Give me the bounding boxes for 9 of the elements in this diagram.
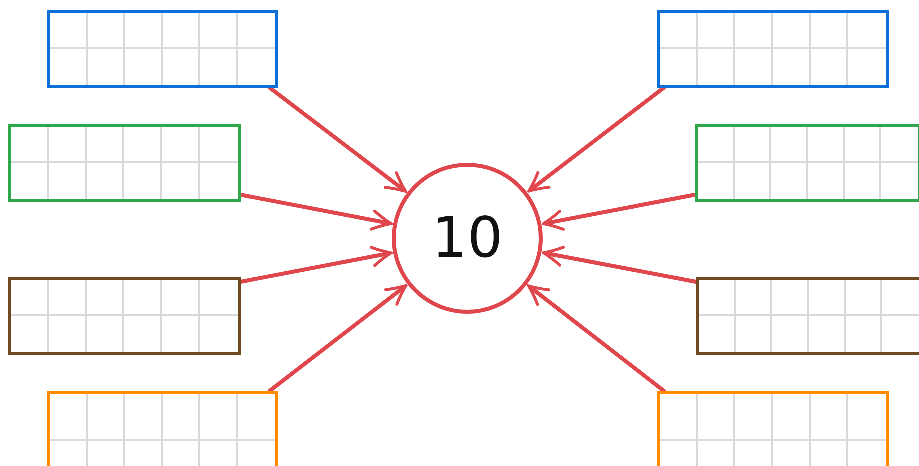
grid-frame (696, 277, 919, 355)
grid-frame (695, 124, 919, 202)
grid-frame (8, 277, 241, 355)
grid-frame (8, 124, 241, 202)
number-label: 10 (432, 210, 504, 266)
grid-frame (657, 391, 889, 466)
grid-frame (657, 10, 889, 88)
grid-frame (47, 391, 278, 466)
grid-frame (47, 10, 278, 88)
